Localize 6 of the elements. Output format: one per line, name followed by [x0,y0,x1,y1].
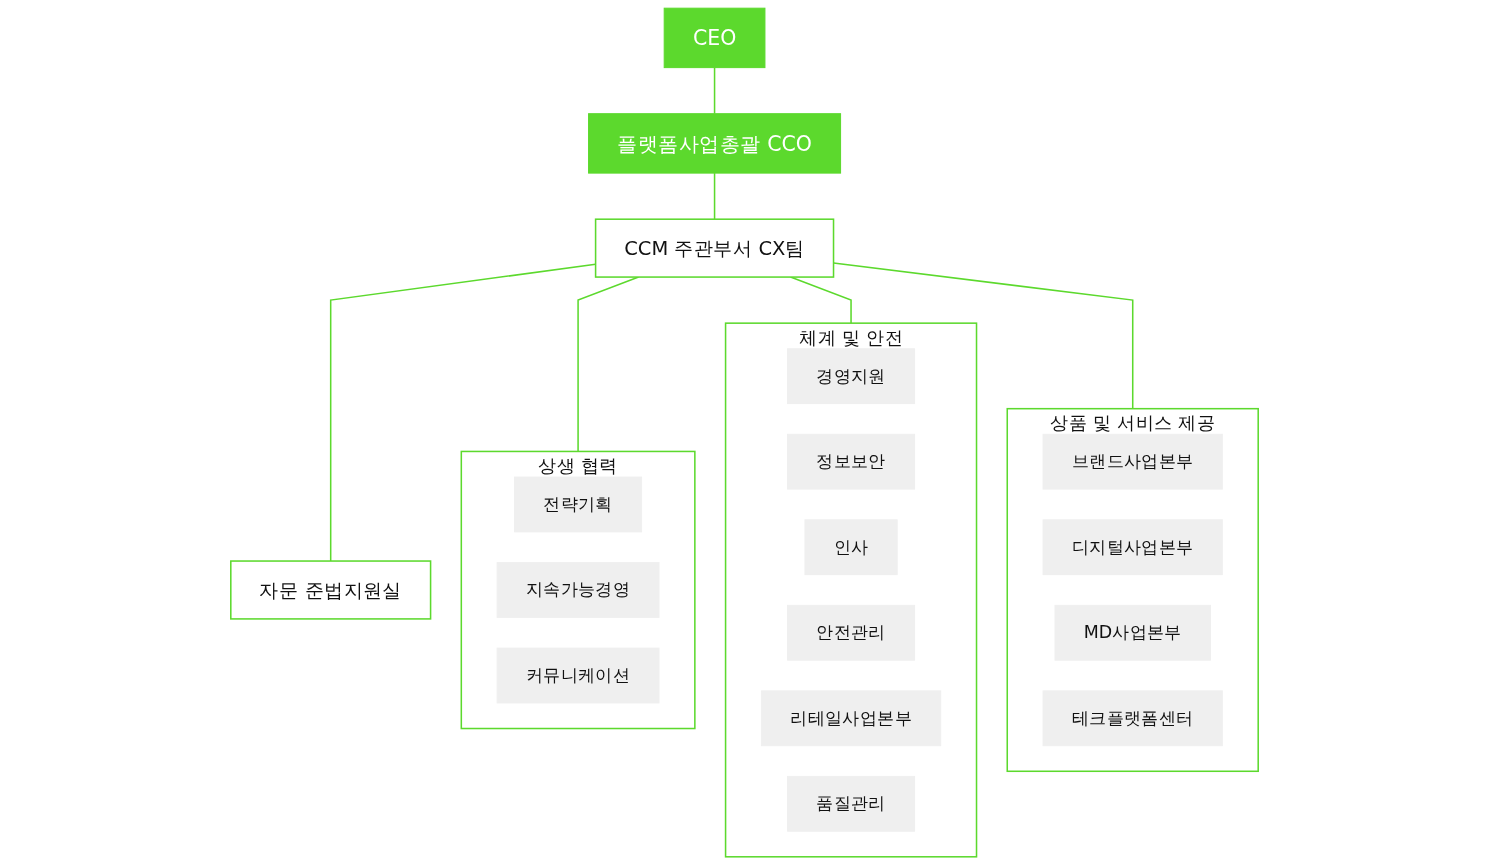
node-box: CCM 주관부서 CX팀 [594,218,835,278]
node-box: 플랫폼사업총괄 CCO [588,113,842,174]
connector [713,172,716,220]
node-box: CEO [663,7,766,69]
node-box: 자문 준법지원실 [230,560,432,620]
connector [713,66,716,115]
